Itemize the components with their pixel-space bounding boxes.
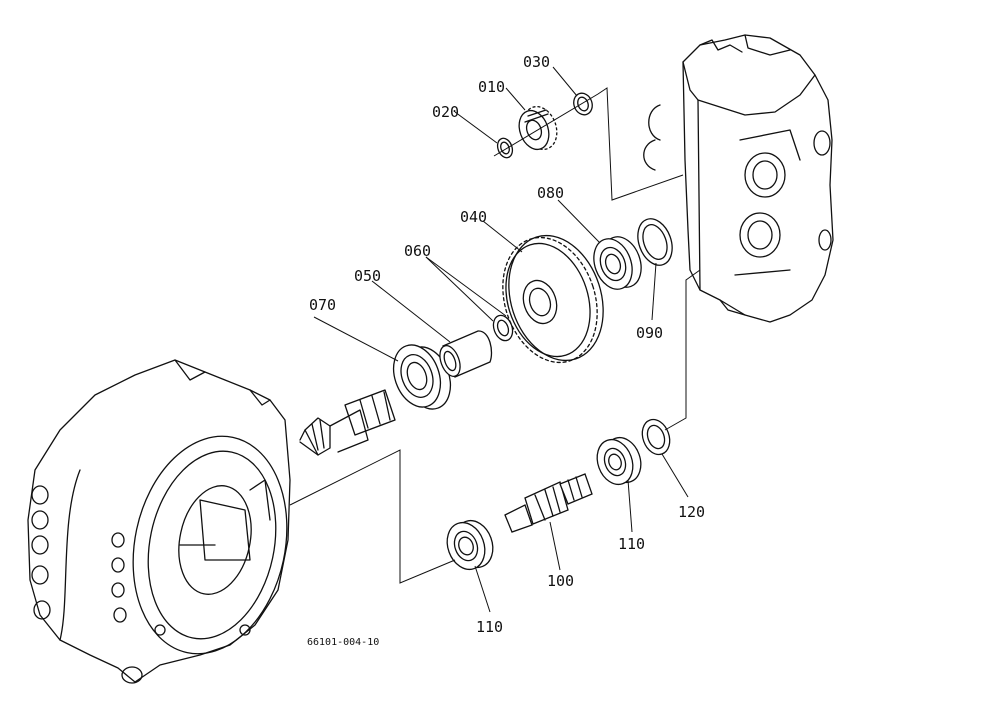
gear-040 (502, 234, 604, 364)
label-010: 010 (478, 78, 505, 96)
axis-line-lower-right (664, 269, 701, 431)
drawing-code: 66101-004-10 (307, 637, 379, 648)
bevel-pinion-shaft (299, 389, 396, 456)
label-030: 030 (523, 53, 550, 71)
label-110-lower: 110 (476, 618, 503, 636)
bearing-070 (392, 344, 452, 410)
label-060: 060 (404, 242, 431, 260)
bearing-080 (593, 236, 642, 290)
bearing-110-lower (446, 519, 494, 571)
seal-120 (641, 418, 671, 456)
label-090: 090 (636, 324, 663, 342)
label-040: 040 (460, 208, 487, 226)
gear-010 (518, 105, 558, 151)
label-120: 120 (678, 503, 705, 521)
left-transmission-case (27, 359, 291, 684)
axis-line-lower (289, 449, 456, 584)
shim-060 (492, 314, 514, 342)
label-110-upper: 110 (618, 535, 645, 553)
axis-line-upper (493, 87, 684, 201)
shaft-gear-100 (504, 473, 593, 533)
label-020: 020 (432, 103, 459, 121)
ring-090 (637, 218, 673, 266)
right-transmission-case (643, 34, 834, 323)
collar-030 (573, 92, 593, 116)
label-100: 100 (547, 572, 574, 590)
label-080: 080 (537, 184, 564, 202)
bearing-110-upper (596, 436, 642, 486)
label-050: 050 (354, 267, 381, 285)
leader-lines (313, 66, 689, 613)
collar-050 (439, 330, 493, 378)
circlip-020 (496, 137, 514, 159)
label-070: 070 (309, 296, 336, 314)
